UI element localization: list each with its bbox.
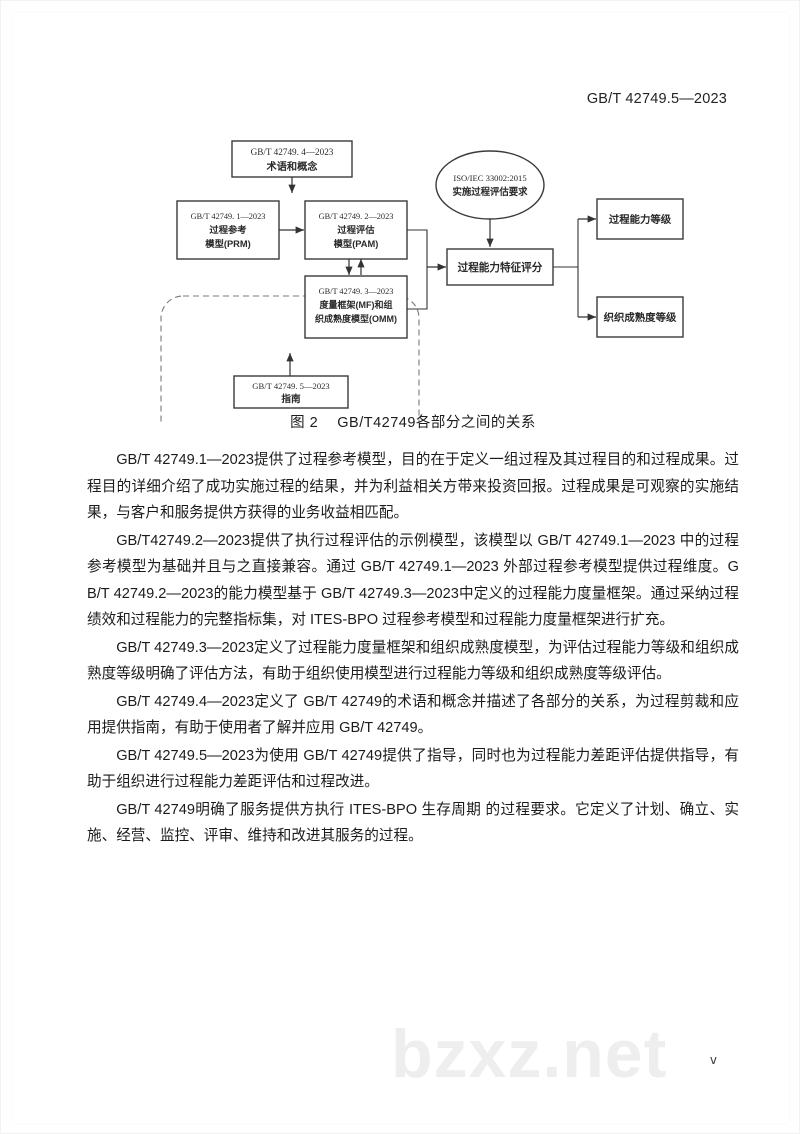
- node-capability-scoring-box: 过程能力特征评分: [446, 248, 554, 286]
- node-org-maturity-level-box: 织织成熟度等级: [596, 296, 684, 338]
- node-pam-box: GB/T 42749. 2—2023 过程评估 模型(PAM): [304, 200, 408, 260]
- node-prm-line2: 过程参考: [209, 224, 246, 235]
- node-prm-box: GB/T 42749. 1—2023 过程参考 模型(PRM): [176, 200, 280, 260]
- node-pam-line3: 模型(PAM): [334, 238, 379, 249]
- paragraph: GB/T42749.2—2023提供了执行过程评估的示例模型，该模型以 GB/T…: [87, 532, 739, 629]
- figure-caption: 图 2 GB/T42749各部分之间的关系: [13, 411, 799, 432]
- figure-caption-label: 图 2: [290, 415, 319, 431]
- node-iso-line1: ISO/IEC 33002:2015: [453, 173, 526, 183]
- connector-pam-merge: [407, 229, 428, 267]
- paragraph: GB/T 42749明确了服务提供方执行 ITES-BPO 生存周期 的过程要求…: [87, 801, 739, 845]
- node-iso-line2: 实施过程评估要求: [452, 186, 528, 197]
- node-guide-box: GB/T 42749. 5—2023 指南: [233, 375, 349, 409]
- dashed-group-container: [160, 295, 420, 423]
- connector-scoring-split-up: [553, 219, 579, 268]
- page-content-area: GB/T 42749.5—2023 GB/T 42749. 4—2023 术语和…: [13, 13, 789, 1123]
- node-maturity-level-label: 织织成熟度等级: [604, 311, 677, 324]
- node-iso-requirements-ellipse: ISO/IEC 33002:2015 实施过程评估要求: [435, 150, 545, 220]
- node-terminology-box: GB/T 42749. 4—2023 术语和概念: [231, 140, 353, 178]
- node-prm-line1: GB/T 42749. 1—2023: [191, 212, 266, 221]
- site-watermark: bzxz.net: [391, 1016, 668, 1092]
- node-scoring-label: 过程能力特征评分: [458, 261, 543, 274]
- node-mf-omm-line3: 织成熟度模型(OMM): [315, 313, 397, 324]
- node-mf-omm-line2: 度量框架(MF)和组: [320, 299, 393, 310]
- node-mf-omm-box: GB/T 42749. 3—2023 度量框架(MF)和组 织成熟度模型(OMM…: [304, 275, 408, 339]
- node-terminology-line1: GB/T 42749. 4—2023: [251, 147, 334, 157]
- connector-mf-merge: [407, 267, 428, 310]
- running-header-standard-number: GB/T 42749.5—2023: [586, 91, 727, 107]
- page-number: ⅴ: [709, 1053, 717, 1067]
- node-pam-line1: GB/T 42749. 2—2023: [319, 212, 394, 221]
- node-mf-omm-line1: GB/T 42749. 3—2023: [319, 287, 394, 296]
- paragraph: GB/T 42749.4—2023定义了 GB/T 42749的术语和概念并描述…: [87, 693, 739, 737]
- node-guide-line1: GB/T 42749. 5—2023: [252, 381, 329, 391]
- body-text-block: GB/T 42749.1—2023提供了过程参考模型，目的在于定义一组过程及其过…: [87, 447, 739, 851]
- node-pam-line2: 过程评估: [337, 224, 375, 235]
- paragraph: GB/T 42749.5—2023为使用 GB/T 42749提供了指导，同时也…: [87, 747, 739, 791]
- node-prm-line3: 模型(PRM): [205, 238, 250, 249]
- figure-2-diagram: GB/T 42749. 4—2023 术语和概念 GB/T 42749. 1—2…: [13, 123, 799, 423]
- node-capability-level-label: 过程能力等级: [609, 213, 672, 226]
- node-process-capability-level-box: 过程能力等级: [596, 198, 684, 240]
- node-terminology-line2: 术语和概念: [266, 160, 319, 173]
- node-guide-line2: 指南: [281, 393, 301, 405]
- paragraph: GB/T 42749.3—2023定义了过程能力度量框架和组织成熟度模型，为评估…: [87, 639, 739, 683]
- figure-caption-text: GB/T42749各部分之间的关系: [337, 415, 536, 431]
- paragraph: GB/T 42749.1—2023提供了过程参考模型，目的在于定义一组过程及其过…: [87, 452, 739, 521]
